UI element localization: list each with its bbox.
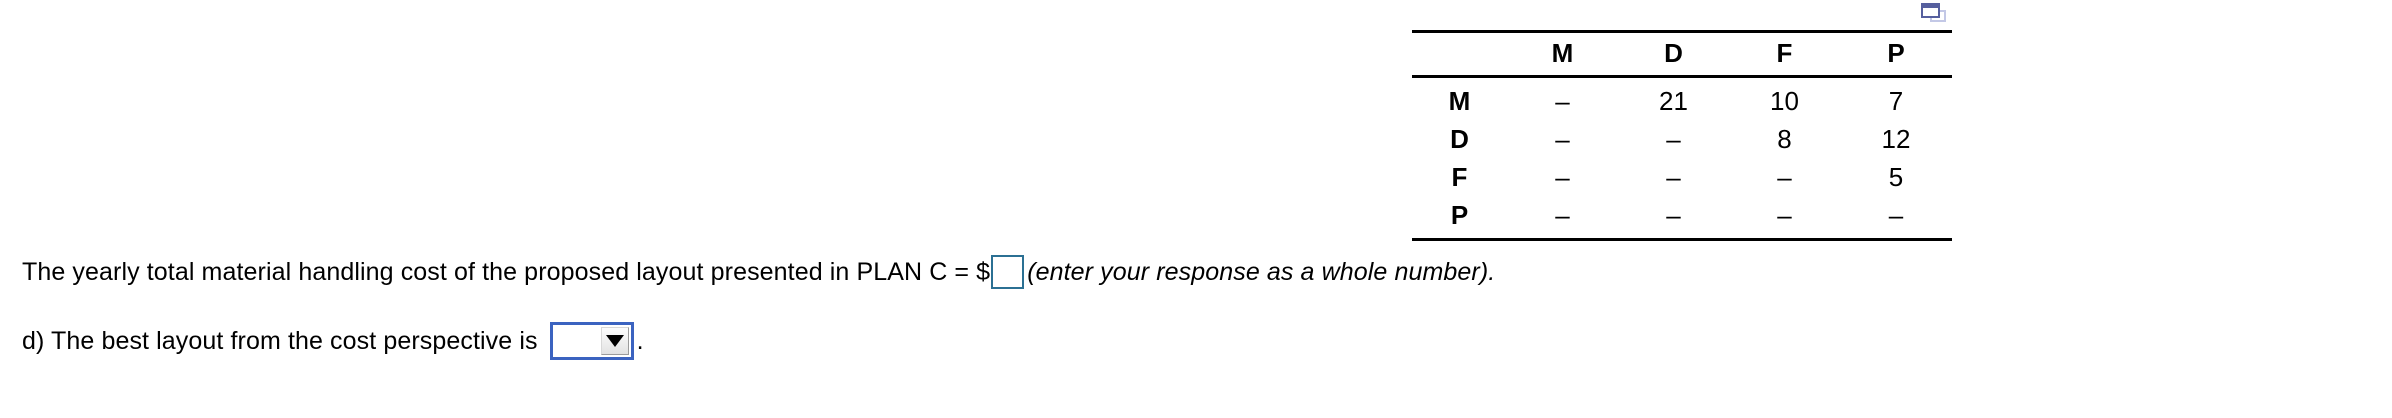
matrix-cell-p-d: –: [1666, 200, 1681, 230]
best-layout-dropdown[interactable]: [549, 322, 634, 360]
matrix-column-header-f: F: [1776, 38, 1793, 68]
matrix-cell-d-d: –: [1666, 124, 1681, 154]
matrix-cell-f-f: –: [1777, 162, 1792, 192]
matrix-column-header-p: P: [1887, 38, 1905, 68]
chevron-down-glyph: [605, 335, 624, 347]
matrix-header-row: M D F P: [1412, 32, 1952, 77]
table-row: M – 21 10 7: [1412, 77, 1952, 121]
cost-answer-input[interactable]: [991, 255, 1025, 289]
table-row: D – – 8 12: [1412, 120, 1952, 158]
matrix-cell-m-f: 10: [1770, 86, 1799, 116]
table-row: P – – – –: [1412, 196, 1952, 240]
matrix-cell-d-f: 8: [1777, 124, 1792, 154]
matrix-cell-m-d: 21: [1659, 86, 1688, 116]
best-layout-dropdown-value: [553, 325, 601, 357]
matrix-cell-f-m: –: [1555, 162, 1570, 192]
matrix-cell-p-m: –: [1555, 200, 1570, 230]
chevron-down-icon[interactable]: [600, 327, 629, 355]
matrix-table-head: M D F P: [1412, 31, 1952, 77]
matrix-table-body: M – 21 10 7 D – – 8 12 F – – – 5 P: [1412, 77, 1952, 240]
matrix-cell-p-p: –: [1888, 200, 1904, 230]
matrix-row-label-p: P: [1450, 200, 1469, 230]
table-row: F – – – 5: [1412, 158, 1952, 196]
matrix-cell-d-m: –: [1555, 124, 1570, 154]
matrix-cell-m-p: 7: [1888, 86, 1904, 116]
matrix-table: M D F P M – 21 10 7 D – – 8 12 F: [1412, 30, 1952, 241]
question-c-prompt: The yearly total material handling cost …: [22, 258, 991, 286]
matrix-column-header-m: M: [1551, 38, 1574, 68]
matrix-column-header-d: D: [1664, 38, 1683, 68]
popout-window-icon[interactable]: [1919, 2, 1953, 24]
matrix-row-label-f: F: [1451, 162, 1468, 192]
matrix-row-label-d: D: [1450, 124, 1469, 154]
matrix-cell-m-m: –: [1555, 86, 1570, 116]
matrix-cell-f-p: 5: [1888, 162, 1904, 192]
matrix-row-label-m: M: [1448, 86, 1471, 116]
matrix-cell-p-f: –: [1777, 200, 1792, 230]
question-d-line: d) The best layout from the cost perspec…: [22, 322, 644, 360]
question-d-trailing-punctuation: .: [636, 327, 644, 355]
matrix-cell-f-d: –: [1666, 162, 1681, 192]
question-c-hint: (enter your response as a whole number).: [1027, 258, 1496, 286]
matrix-cell-d-p: 12: [1881, 124, 1911, 154]
question-d-prompt: d) The best layout from the cost perspec…: [22, 327, 538, 355]
matrix-table-container: M D F P M – 21 10 7 D – – 8 12 F: [1412, 30, 1952, 241]
matrix-corner-cell: [1412, 32, 1507, 77]
popout-window-front-pane: [1921, 3, 1940, 18]
question-c-line: The yearly total material handling cost …: [22, 255, 1495, 289]
